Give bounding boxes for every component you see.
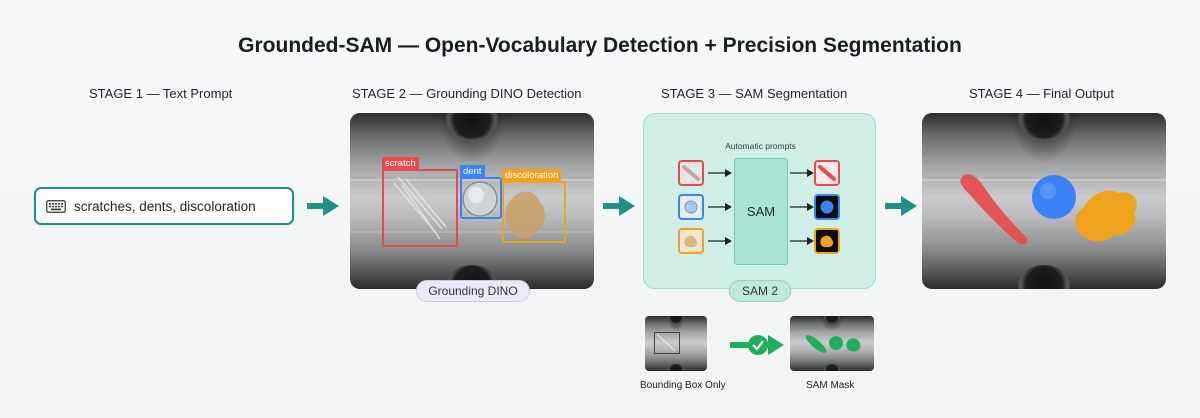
keyboard-icon bbox=[46, 199, 66, 213]
sam-mask-thumbnail bbox=[790, 316, 874, 371]
stage-1-label: STAGE 1 — Text Prompt bbox=[89, 86, 233, 101]
sam-block-label: SAM bbox=[746, 204, 776, 219]
page-title: Grounded-SAM — Open-Vocabulary Detection… bbox=[238, 34, 962, 57]
defect-marks bbox=[393, 176, 545, 240]
flow-arrow-3-icon bbox=[885, 196, 917, 216]
prompt-text: scratches, dents, discoloration bbox=[74, 198, 256, 214]
flow-arrow-2-icon bbox=[603, 196, 635, 216]
grounding-dino-pill: Grounding DINO bbox=[416, 280, 530, 302]
sam-block: SAM bbox=[734, 158, 788, 265]
bbox-only-caption: Bounding Box Only bbox=[640, 380, 726, 391]
bbox-only-thumbnail bbox=[645, 316, 707, 371]
dent-mask-tile bbox=[814, 194, 840, 220]
discoloration-prompt-tile bbox=[678, 228, 704, 254]
discoloration-mask bbox=[1075, 190, 1137, 242]
dent-label: dent bbox=[460, 165, 485, 178]
discoloration-bounding-box bbox=[502, 181, 566, 243]
scratch-mask-tile bbox=[814, 160, 840, 186]
stage-2-label: STAGE 2 — Grounding DINO Detection bbox=[352, 86, 582, 101]
scratch-prompt-tile bbox=[678, 160, 704, 186]
dent-mask bbox=[1032, 175, 1076, 219]
dent-prompt-tile bbox=[678, 194, 704, 220]
discoloration-label: discoloration bbox=[502, 169, 562, 182]
stage-4-label: STAGE 4 — Final Output bbox=[969, 86, 1114, 101]
flow-arrow-1-icon bbox=[307, 196, 339, 216]
sam-mask-caption: SAM Mask bbox=[806, 380, 855, 391]
final-output-image bbox=[922, 113, 1166, 289]
scratch-bounding-box bbox=[382, 169, 458, 247]
text-prompt-input[interactable]: scratches, dents, discoloration bbox=[34, 187, 294, 225]
green-check-arrow-icon bbox=[730, 335, 784, 355]
automatic-prompts-label: Automatic prompts bbox=[725, 141, 796, 151]
scratch-label: scratch bbox=[382, 157, 419, 170]
scratch-mask bbox=[960, 174, 1028, 245]
dent-bounding-box bbox=[460, 177, 502, 219]
detection-image: scratch dent discoloration bbox=[350, 113, 594, 289]
stage-3-label: STAGE 3 — SAM Segmentation bbox=[661, 86, 848, 101]
sam-segmentation-panel: Automatic prompts SAM bbox=[643, 113, 876, 289]
discoloration-mask-tile bbox=[814, 228, 840, 254]
sam2-pill: SAM 2 bbox=[729, 280, 791, 302]
final-masks bbox=[960, 174, 1137, 245]
